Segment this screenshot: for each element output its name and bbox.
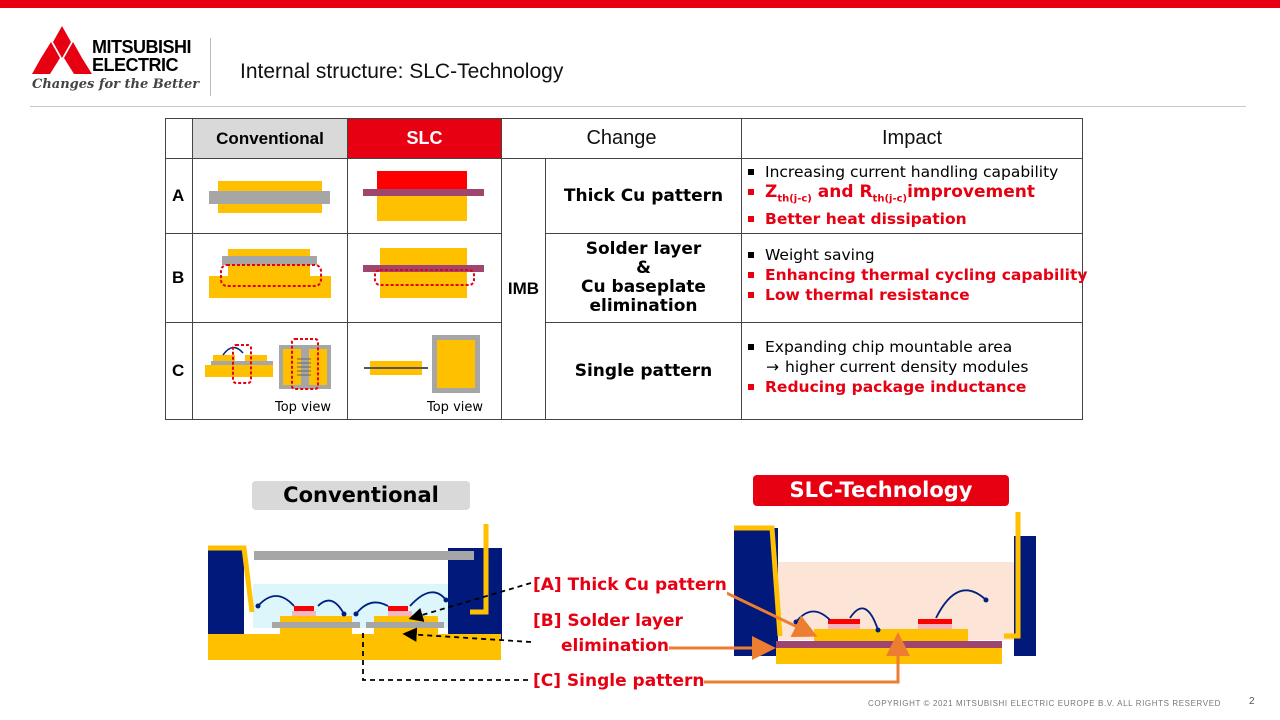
impact-a-1: Increasing current handling capability — [765, 163, 1059, 181]
conventional-cross-section — [208, 524, 502, 660]
slide-title: Internal structure: SLC-Technology — [240, 60, 564, 83]
impact-b-1: Weight saving — [765, 246, 875, 264]
header-divider — [210, 38, 211, 96]
mitsubishi-electric-logo: MITSUBISHI ELECTRIC Changes for the Bett… — [30, 26, 210, 98]
slc-a-illustration — [347, 158, 502, 234]
copyright-notice: COPYRIGHT © 2021 MITSUBISHI ELECTRIC EUR… — [868, 699, 1222, 708]
callout-solder-line2: elimination — [561, 636, 670, 656]
table-row: C Top view — [165, 322, 1083, 420]
callout-thick-cu: [A] Thick Cu pattern — [533, 575, 727, 595]
impact-c-3: Reducing package inductance — [765, 378, 1027, 396]
header-change: Change — [501, 118, 742, 159]
top-red-bar — [0, 0, 1280, 8]
logo-name-line2: ELECTRIC — [92, 55, 179, 75]
header-conventional: Conventional — [192, 118, 348, 159]
conventional-b-drawing — [209, 249, 331, 298]
impact-b: Weight saving Enhancing thermal cycling … — [741, 233, 1087, 323]
impact-a-3: Better heat dissipation — [765, 210, 967, 229]
top-view-label-conventional: Top view — [275, 400, 332, 415]
impact-c-1: Expanding chip mountable area — [765, 338, 1013, 356]
impact-c: Expanding chip mountable area → higher cu… — [741, 322, 1083, 420]
top-view-label-slc: Top view — [427, 400, 484, 415]
header-rule — [30, 106, 1246, 107]
impact-a-2: Zth(j-c) and Rth(j-c)improvement — [765, 182, 1035, 205]
table-row: B Solder layer & Cu baseplate eliminatio… — [165, 233, 1087, 323]
slc-diagram-label: SLC-Technology — [753, 475, 1009, 506]
conventional-a-illustration — [192, 158, 348, 234]
slc-a-drawing — [363, 171, 484, 221]
conventional-c-drawing — [205, 338, 331, 390]
change-a: Thick Cu pattern — [545, 158, 742, 234]
slc-c-drawing — [364, 335, 480, 393]
logo-tagline: Changes for the Better — [32, 77, 200, 92]
change-b: Solder layer & Cu baseplate elimination — [545, 233, 742, 323]
three-diamonds-icon — [32, 26, 92, 74]
page-number: 2 — [1249, 696, 1255, 707]
callout-solder-line1: [B] Solder layer — [533, 611, 683, 631]
callout-connectors — [362, 582, 910, 684]
impact-c-2: higher current density modules — [785, 358, 1029, 376]
change-c: Single pattern — [545, 322, 742, 420]
slc-cross-section — [734, 512, 1036, 664]
table-header-row: Conventional SLC Change Impact — [165, 118, 1083, 159]
conventional-a-drawing — [209, 181, 330, 213]
comparison-table: Conventional SLC Change Impact A IMB Thi… — [165, 118, 1087, 420]
impact-b-2: Enhancing thermal cycling capability — [765, 266, 1088, 284]
callout-single-pattern: [C] Single pattern — [533, 671, 705, 691]
conventional-b-illustration — [192, 233, 348, 323]
conventional-diagram-label: Conventional — [252, 481, 470, 510]
slc-b-illustration — [347, 233, 502, 323]
impact-b-3: Low thermal resistance — [765, 286, 970, 304]
slc-b-drawing — [363, 248, 484, 298]
logo-name-line1: MITSUBISHI — [92, 37, 192, 57]
header-slc: SLC — [347, 118, 502, 159]
slc-c-illustration: Top view — [347, 322, 502, 420]
conventional-c-illustration: Top view — [192, 322, 348, 420]
arrow-right-icon: → — [766, 358, 779, 376]
